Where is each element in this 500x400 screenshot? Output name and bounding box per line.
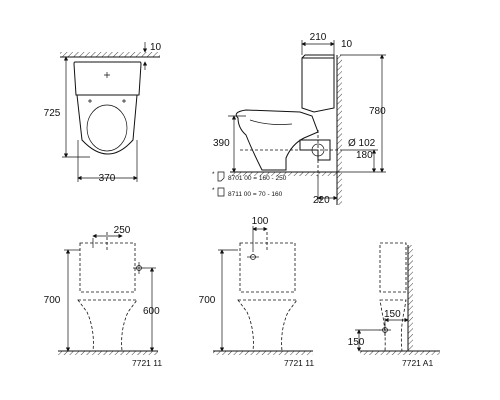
front1-code: 7721 11 — [132, 358, 162, 368]
front3-inlet-height-label: 150 — [348, 337, 365, 348]
front2-height-label: 700 — [199, 295, 216, 306]
side-tank-depth-label: 210 — [310, 32, 327, 43]
front1-bowl — [77, 299, 138, 352]
front-view-2: 100 700 7721 11 — [199, 216, 315, 368]
accessory-1-label: 8701 00 = 160 - 250 — [228, 175, 287, 182]
side-wall-hatch — [337, 55, 342, 205]
top-width-label: 370 — [99, 173, 116, 184]
front3-tank — [379, 242, 407, 293]
side-bowl — [235, 109, 319, 171]
front-view-1: 250 700 600 7721 11 — [44, 225, 163, 368]
svg-text:*: * — [212, 187, 215, 194]
side-gap-label: 10 — [341, 39, 353, 50]
front-view-3: 150 150 7721 A1 — [348, 242, 440, 368]
seat-opening — [86, 104, 128, 152]
front1-tank — [79, 242, 136, 293]
front1-height-label: 700 — [44, 295, 61, 306]
front2-bowl — [237, 299, 298, 352]
side-pipe-label: Ø 102 — [348, 138, 376, 149]
front3-code: 7721 A1 — [402, 358, 433, 368]
side-outlet-distance-label: 220 — [313, 195, 330, 206]
wall-hatch — [60, 52, 160, 57]
front1-inlet-height-label: 600 — [143, 306, 160, 317]
top-view: 725 370 10 — [44, 42, 162, 184]
top-depth-label: 725 — [44, 108, 61, 119]
front2-code: 7721 11 — [284, 358, 314, 368]
side-seat-height-label: 390 — [213, 138, 230, 149]
bowl-outline — [76, 94, 138, 155]
svg-text:*: * — [212, 171, 215, 178]
side-floor-hatch — [230, 172, 340, 176]
side-view: 210 10 780 390 Ø 102 180 220 * 8701 00 =… — [212, 32, 386, 206]
front2-inlet-offset-label: 100 — [252, 216, 269, 227]
front3-bowl — [379, 299, 407, 352]
front3-inlet-offset-label: 150 — [384, 309, 401, 320]
front1-tank-width-label: 250 — [114, 225, 131, 236]
side-tank — [301, 57, 335, 113]
tank-outline — [73, 61, 142, 96]
front2-tank — [239, 242, 296, 293]
accessory-2-label: 8711 00 = 70 - 160 — [228, 191, 283, 198]
side-total-height-label: 780 — [369, 106, 386, 117]
top-gap-label: 10 — [150, 42, 162, 53]
side-outlet-height-label: 180 — [356, 150, 373, 161]
